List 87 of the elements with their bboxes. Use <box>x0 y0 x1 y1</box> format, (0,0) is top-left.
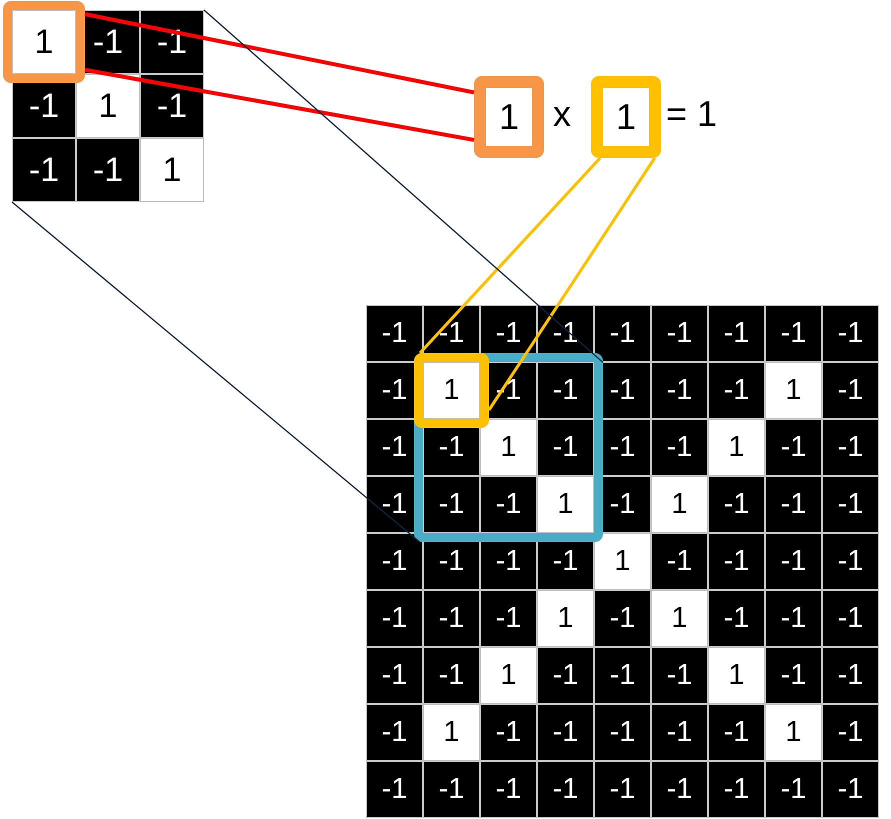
grid-cell: 1 <box>765 704 822 761</box>
grid-cell: -1 <box>423 590 480 647</box>
highlight-frame <box>414 353 489 428</box>
grid-cell: -1 <box>423 647 480 704</box>
grid-cell: -1 <box>594 305 651 362</box>
grid-cell: -1 <box>76 138 140 202</box>
grid-cell: 1 <box>651 476 708 533</box>
grid-cell: -1 <box>12 138 76 202</box>
grid-cell: 1 <box>76 74 140 138</box>
grid-cell: -1 <box>480 761 537 818</box>
connector-line <box>204 10 604 363</box>
grid-cell: 1 <box>651 590 708 647</box>
grid-cell: -1 <box>708 761 765 818</box>
grid-cell: -1 <box>765 419 822 476</box>
grid-cell: -1 <box>651 647 708 704</box>
grid-cell: 1 <box>708 419 765 476</box>
grid-cell: -1 <box>822 476 879 533</box>
grid-cell: -1 <box>822 590 879 647</box>
grid-cell: -1 <box>765 590 822 647</box>
grid-cell: 1 <box>708 647 765 704</box>
connector-line <box>84 12 474 94</box>
grid-cell: 1 <box>140 138 204 202</box>
grid-cell: -1 <box>822 419 879 476</box>
grid-cell: -1 <box>480 476 537 533</box>
grid-cell: -1 <box>537 362 594 419</box>
grid-cell: -1 <box>594 761 651 818</box>
equation-term: 1 <box>616 96 636 138</box>
equation-text: x <box>553 92 571 136</box>
grid-cell: -1 <box>765 305 822 362</box>
grid-cell: 1 <box>480 647 537 704</box>
grid-cell: -1 <box>708 704 765 761</box>
grid-cell: -1 <box>594 647 651 704</box>
grid-cell: -1 <box>651 362 708 419</box>
highlight-frame <box>474 76 544 158</box>
grid-cell: -1 <box>537 704 594 761</box>
grid-cell: 1 <box>765 362 822 419</box>
grid-cell: 1 <box>537 476 594 533</box>
grid-cell: -1 <box>366 704 423 761</box>
connector-line <box>84 68 474 142</box>
grid-cell: 1 <box>423 362 480 419</box>
grid-cell: -1 <box>480 704 537 761</box>
grid-cell: -1 <box>765 647 822 704</box>
grid-cell: -1 <box>537 761 594 818</box>
grid-cell: -1 <box>537 419 594 476</box>
grid-cell: -1 <box>480 590 537 647</box>
grid-cell: -1 <box>708 590 765 647</box>
grid-cell: -1 <box>708 305 765 362</box>
grid-cell: -1 <box>140 74 204 138</box>
grid-cell: -1 <box>822 362 879 419</box>
grid-cell: -1 <box>423 761 480 818</box>
grid-cell: -1 <box>651 704 708 761</box>
grid-cell: -1 <box>594 590 651 647</box>
grid-cell: -1 <box>366 647 423 704</box>
highlight-frame <box>3 1 85 83</box>
grid-cell: -1 <box>765 761 822 818</box>
grid-cell: -1 <box>822 761 879 818</box>
grid-cell: -1 <box>708 362 765 419</box>
grid-cell: -1 <box>822 704 879 761</box>
equation-term: 1 <box>498 96 520 138</box>
grid-cell: -1 <box>366 533 423 590</box>
grid-cell: -1 <box>651 533 708 590</box>
grid-cell: -1 <box>594 704 651 761</box>
grid-cell: -1 <box>366 305 423 362</box>
grid-cell: 1 <box>537 590 594 647</box>
grid-cell: -1 <box>708 533 765 590</box>
grid-cell: -1 <box>537 647 594 704</box>
grid-cell: -1 <box>822 305 879 362</box>
grid-cell: -1 <box>765 476 822 533</box>
grid-cell: -1 <box>423 476 480 533</box>
connector-line <box>488 157 656 411</box>
grid-cell: -1 <box>651 305 708 362</box>
grid-cell: 1 <box>594 533 651 590</box>
grid-cell: -1 <box>822 647 879 704</box>
grid-cell: -1 <box>651 761 708 818</box>
grid-cell: 1 <box>423 704 480 761</box>
grid-cell: -1 <box>708 476 765 533</box>
image-grid <box>366 305 879 818</box>
grid-cell: -1 <box>765 533 822 590</box>
equation-text: = 1 <box>666 92 718 136</box>
highlight-frame <box>591 76 661 158</box>
grid-cell: 1 <box>12 10 76 74</box>
grid-cell: -1 <box>366 590 423 647</box>
grid-cell: -1 <box>822 533 879 590</box>
sliding-window <box>414 353 603 542</box>
grid-cell: 1 <box>480 419 537 476</box>
grid-cell: -1 <box>651 419 708 476</box>
grid-cell: -1 <box>366 761 423 818</box>
